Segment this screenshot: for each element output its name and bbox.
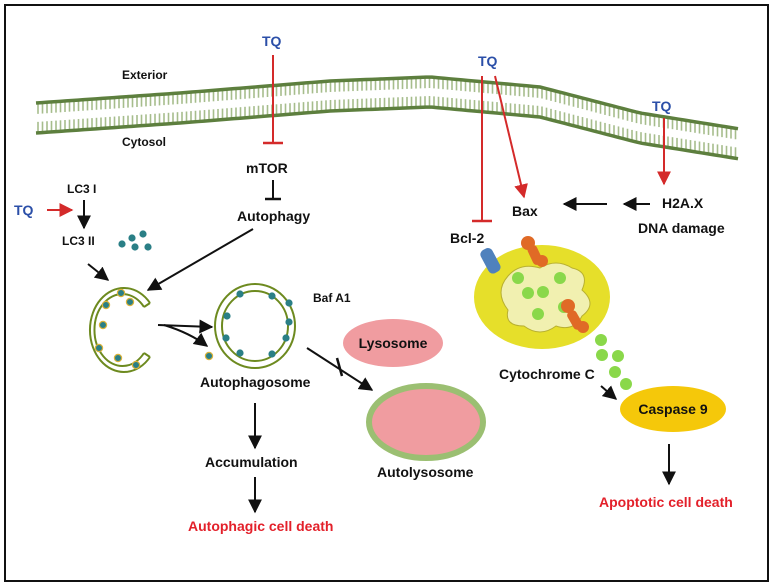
cytochrome-c-dot	[609, 366, 621, 378]
cytochrome-c-dot	[512, 272, 524, 284]
lc3-dot	[204, 351, 214, 361]
lysosome-label: Lysosome	[359, 335, 428, 351]
bcl2-label: Bcl-2	[450, 230, 484, 246]
baf-a1-label: Baf A1	[313, 291, 351, 305]
lc3-i-label: LC3 I	[67, 182, 96, 196]
h2ax-label: H2A.X	[662, 195, 704, 211]
cytochrome-c-dot	[554, 272, 566, 284]
lc3-dot	[282, 334, 290, 342]
autophagy-label: Autophagy	[237, 208, 310, 224]
bax-label: Bax	[512, 203, 538, 219]
phagophore-to-autophagosome-arrow-curved	[163, 324, 209, 347]
lc3-dot	[116, 288, 126, 298]
lc3-dot	[131, 243, 139, 251]
tq-label-mito: TQ	[478, 53, 498, 69]
tq-label-mtor: TQ	[262, 33, 282, 49]
dna-damage-label: DNA damage	[638, 220, 725, 236]
lc3-dot	[139, 230, 147, 238]
mtor-label: mTOR	[246, 160, 288, 176]
autophagosome-lc3-dots	[204, 290, 293, 361]
cytochrome-c-to-caspase9-arrow	[600, 385, 618, 400]
bcl2-protein	[480, 247, 501, 274]
lc3-dot	[285, 299, 293, 307]
autophagic-cell-death-label: Autophagic cell death	[188, 518, 333, 534]
cell-membrane	[35, 75, 739, 161]
tq-activates-bax-arrow	[494, 75, 528, 199]
phagophore	[89, 287, 151, 373]
lc3-dot	[144, 243, 152, 251]
lc3-dot	[268, 350, 276, 358]
lc3-dot	[98, 320, 108, 330]
baf-a1-inhibition-bar	[335, 357, 344, 377]
lc3-dot	[118, 240, 126, 248]
accumulation-label: Accumulation	[205, 454, 298, 470]
autophagosome	[214, 283, 296, 369]
autophagy-to-phagophore-arrow	[146, 228, 254, 291]
autophagosome-label: Autophagosome	[200, 374, 311, 390]
autolysosome	[366, 383, 486, 461]
lc3-dot	[268, 292, 276, 300]
lc3-ii-dots	[118, 230, 152, 251]
caspase9-label: Caspase 9	[638, 401, 707, 417]
bax-protein-bottom	[561, 299, 589, 333]
lysosome	[343, 319, 443, 367]
cytochrome-c-dot	[532, 308, 544, 320]
cytochrome-c-dot	[596, 349, 608, 361]
lc3-dot	[236, 349, 244, 357]
lc3-dot	[222, 334, 230, 342]
lc3-dot	[128, 234, 136, 242]
cytochrome-c-dot	[620, 378, 632, 390]
cytochrome-c-dot	[537, 286, 549, 298]
exterior-label: Exterior	[122, 68, 168, 82]
bax-protein-top	[521, 236, 548, 267]
lc3-dot	[223, 312, 231, 320]
mito-cytochrome-c-dots	[512, 272, 570, 320]
lc3-dot	[113, 353, 123, 363]
lc3-dot	[94, 343, 104, 353]
lc3-dot	[131, 360, 141, 370]
lc3-dot	[101, 300, 111, 310]
tq-label-lc3: TQ	[14, 202, 34, 218]
cytosol-label: Cytosol	[122, 135, 166, 149]
lc3-dot	[285, 318, 293, 326]
lc3-ii-to-phagophore-arrow	[87, 263, 110, 281]
phagophore-lc3-dots	[94, 288, 141, 370]
caspase9	[620, 386, 726, 432]
cytochrome-c-label: Cytochrome C	[499, 366, 595, 382]
cytochrome-c-dot	[522, 287, 534, 299]
autolysosome-label: Autolysosome	[377, 464, 474, 480]
apoptotic-cell-death-label: Apoptotic cell death	[599, 494, 733, 510]
cytochrome-c-dot	[595, 334, 607, 346]
lc3-dot	[125, 297, 135, 307]
lc3-ii-label: LC3 II	[62, 234, 95, 248]
tq-label-h2ax: TQ	[652, 98, 672, 114]
cytochrome-c-dot	[612, 350, 624, 362]
released-cytochrome-c	[595, 334, 632, 390]
lc3-dot	[236, 290, 244, 298]
